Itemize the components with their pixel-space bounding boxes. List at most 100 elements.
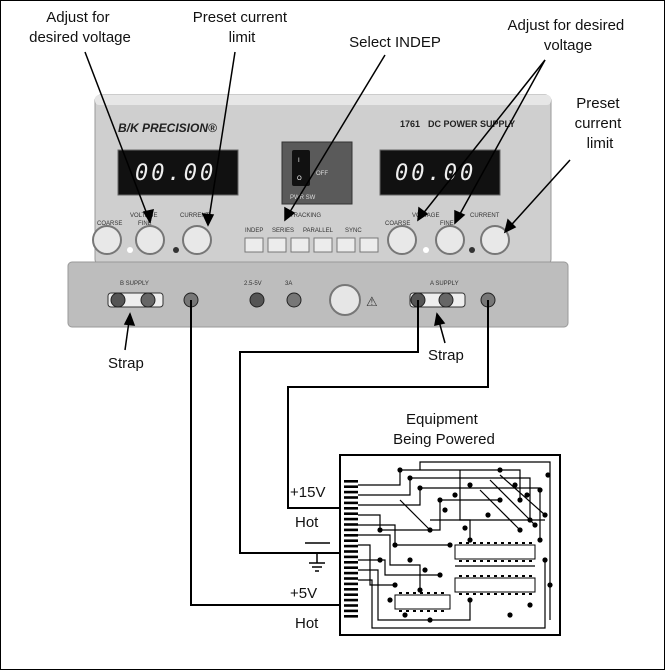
ic-pin (466, 542, 469, 544)
ic-pin (480, 542, 483, 544)
current-label-left: CURRENT (180, 213, 210, 219)
board-pads (377, 467, 553, 623)
ic-pin (501, 575, 504, 577)
annotation-arrows (84, 51, 571, 351)
mode-button-3[interactable] (290, 237, 310, 253)
note-select-indep: Select INDEP (349, 34, 441, 51)
trace (358, 499, 500, 531)
mode-button-1[interactable] (244, 237, 264, 253)
knob-current-right[interactable] (480, 225, 510, 255)
ic-pin (501, 542, 504, 544)
connector-finger (344, 593, 358, 596)
solder-pad (387, 597, 393, 603)
a-supply-label: A SUPPLY (430, 281, 459, 287)
display-left-digits: 00.00 (135, 161, 216, 186)
ic-pin (434, 592, 437, 594)
solder-pad (537, 537, 543, 543)
b-supply-label: B SUPPLY (120, 281, 149, 287)
note-strap-right: Strap (428, 347, 464, 364)
ic-pin (529, 575, 532, 577)
connector-finger (344, 582, 358, 586)
note-adjust-voltage-right: Adjust for desired voltage (508, 17, 629, 54)
trace (358, 524, 450, 546)
solder-pad (392, 542, 398, 548)
led-right-2 (469, 247, 475, 253)
ic-chip-1 (454, 544, 536, 560)
ic-pin (459, 560, 462, 562)
solder-pad (512, 482, 518, 488)
terminal-panel (67, 261, 569, 328)
wire-plus15 (287, 300, 489, 509)
svg-text:I: I (298, 158, 300, 164)
connector-finger (344, 534, 358, 537)
fixed-voltage-knob[interactable] (329, 284, 361, 316)
trace (419, 461, 551, 620)
ic-pin (427, 592, 430, 594)
ic-pin (466, 560, 469, 562)
knob-fine-voltage-right[interactable] (435, 225, 465, 255)
ic-pin (441, 610, 444, 612)
label-plus5v: +5V (290, 585, 317, 602)
solder-pad (467, 482, 473, 488)
ic-pin (413, 592, 416, 594)
trace (399, 499, 431, 531)
ic-pin (466, 593, 469, 595)
solder-pad (392, 582, 398, 588)
solder-pad (517, 527, 523, 533)
ic-pin (406, 610, 409, 612)
ic-pin (529, 593, 532, 595)
ic-pin (515, 575, 518, 577)
wire-plus5 (190, 300, 355, 606)
ic-pin (420, 592, 423, 594)
mode-buttons: INDEP SERIES PARALLEL SYNC (244, 228, 379, 253)
fixed-current-label: 3A (285, 281, 292, 287)
fine-label-left: FINE (138, 221, 152, 227)
top-edge (95, 95, 551, 105)
ic-pin (494, 575, 497, 577)
connector-finger (344, 501, 358, 505)
ic-pin (466, 575, 469, 577)
power-switch[interactable] (292, 150, 310, 186)
solder-pad (402, 612, 408, 618)
knob-current-left[interactable] (182, 225, 212, 255)
solder-pad (407, 475, 413, 481)
ic-pin (473, 593, 476, 595)
connector-finger (344, 615, 358, 618)
terminal-a-gnd[interactable] (438, 292, 454, 308)
fine-label-right: FINE (440, 221, 454, 227)
ic-pin (473, 560, 476, 562)
terminal-fixed-minus[interactable] (249, 292, 265, 308)
ic-pin (508, 560, 511, 562)
solder-pad (524, 492, 530, 498)
terminal-b-minus[interactable] (110, 292, 126, 308)
knob-coarse-voltage-left[interactable] (92, 225, 122, 255)
mode-button-4[interactable] (313, 237, 333, 253)
ic-pin (529, 542, 532, 544)
ground-icon (305, 542, 330, 572)
note-equipment: Equipment Being Powered (393, 411, 495, 448)
mode-button-2[interactable] (267, 237, 287, 253)
sync-label: SYNC (345, 228, 362, 234)
knob-fine-voltage-left[interactable] (135, 225, 165, 255)
mode-button-6[interactable] (359, 237, 379, 253)
brand-label: B/K PRECISION® (118, 121, 217, 135)
terminal-b-gnd[interactable] (140, 292, 156, 308)
led-left-2 (173, 247, 179, 253)
power-supply: B/K PRECISION® 1761 DC POWER SUPPLY 00.0… (67, 94, 569, 328)
solder-pad (447, 542, 453, 548)
voltage-label-right: VOLTAGE (412, 213, 439, 219)
connector-finger (344, 571, 358, 575)
trace (479, 489, 521, 531)
connector-finger (344, 485, 358, 488)
connector-finger (344, 523, 358, 526)
solder-pad (452, 492, 458, 498)
ic-pin (522, 542, 525, 544)
connector-finger (344, 555, 358, 559)
ic-pin (399, 610, 402, 612)
mode-button-5[interactable] (336, 237, 356, 253)
knob-coarse-voltage-right[interactable] (387, 225, 417, 255)
ic-pin (473, 575, 476, 577)
solder-pad (497, 497, 503, 503)
terminal-fixed-plus[interactable] (286, 292, 302, 308)
